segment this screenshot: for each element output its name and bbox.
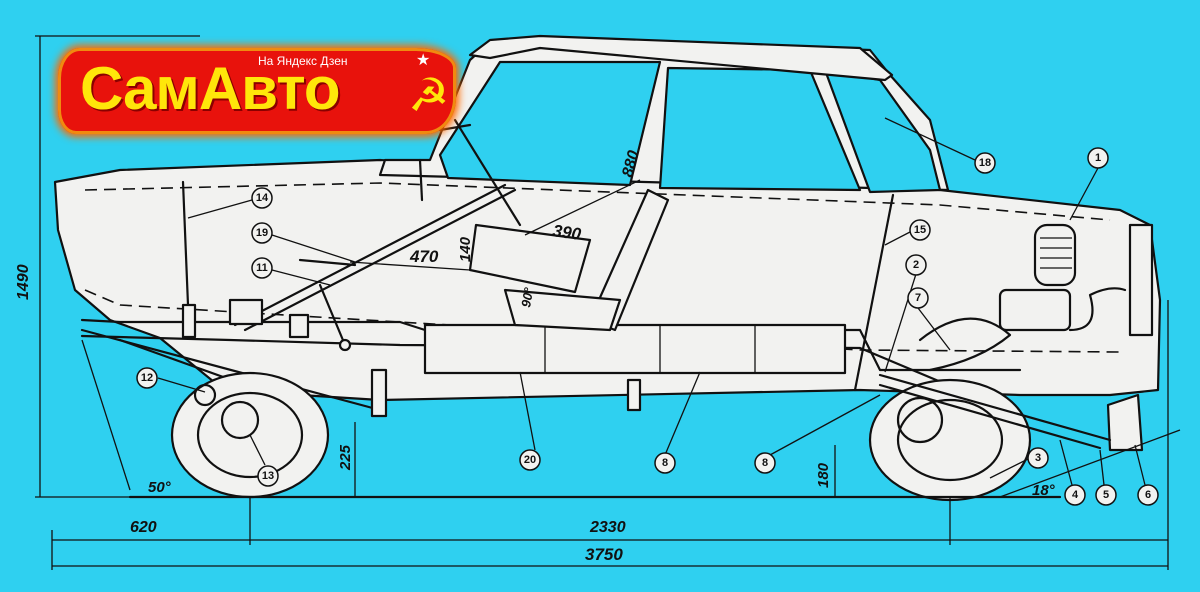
- rear-engine: [878, 223, 1154, 452]
- frame-tube: [423, 323, 847, 375]
- callouts: 1 2 3 4 5 6 7 8 8 11 12 13 14 15 18 19 2…: [136, 117, 1159, 506]
- svg-text:20: 20: [524, 454, 536, 466]
- samavto-logo: СамАвто На Яндекс Дзен ★ ☭: [58, 48, 456, 134]
- svg-text:2: 2: [913, 259, 919, 271]
- svg-text:8: 8: [662, 457, 668, 469]
- dim-pedal-seat: 470: [409, 247, 439, 266]
- dim-overall-height: 1490: [15, 264, 32, 300]
- callout-1: 1: [1069, 147, 1109, 221]
- star-icon: ★: [416, 52, 431, 69]
- svg-text:18: 18: [979, 157, 991, 169]
- svg-text:13: 13: [262, 470, 274, 482]
- svg-text:6: 6: [1145, 489, 1151, 501]
- callout-15: 15: [884, 219, 931, 246]
- dim-wheelbase: 2330: [589, 519, 626, 536]
- svg-text:14: 14: [256, 192, 269, 204]
- svg-text:7: 7: [915, 292, 921, 304]
- svg-text:3: 3: [1035, 452, 1041, 464]
- dim-overall-length: 3750: [585, 545, 623, 564]
- callout-8-rear: 8: [754, 394, 881, 474]
- logo-title: СамАвто: [80, 55, 340, 122]
- svg-text:11: 11: [256, 262, 268, 274]
- dim-front-overhang: 620: [130, 519, 157, 536]
- logo-subtitle: На Яндекс Дзен: [258, 54, 348, 68]
- front-window: [438, 60, 662, 187]
- dim-seat-depth: 390: [551, 221, 582, 244]
- seat: [468, 223, 592, 294]
- roof-cap: [468, 34, 894, 82]
- dim-seat-height: 140: [457, 236, 474, 262]
- belt-line: [84, 182, 1111, 221]
- seat-cushion: [503, 288, 622, 332]
- callout-8-front: 8: [654, 371, 701, 474]
- hammer-sickle-icon: ☭: [408, 68, 450, 122]
- callout-13: 13: [249, 434, 279, 487]
- svg-text:1: 1: [1095, 152, 1101, 164]
- callout-18: 18: [884, 117, 996, 174]
- rear-wheel: [868, 378, 1032, 502]
- callout-11: 11: [251, 257, 331, 286]
- callout-19: 19: [251, 222, 356, 263]
- callout-3: 3: [989, 447, 1049, 479]
- callout-6: 6: [1134, 444, 1159, 506]
- callout-12: 12: [136, 367, 206, 393]
- dim-front-clearance: 225: [337, 444, 354, 471]
- seat-back: [588, 188, 670, 332]
- callout-14: 14: [187, 187, 273, 219]
- dim-seat-back: 880: [619, 149, 642, 179]
- callout-4: 4: [1059, 439, 1086, 506]
- frame-rail-lower: [80, 334, 962, 392]
- dim-rear-clearance: 180: [815, 462, 832, 488]
- dim-rear-angle: 18°: [1032, 482, 1056, 499]
- dimension-lines: [35, 35, 1181, 570]
- svg-text:5: 5: [1103, 489, 1109, 501]
- callout-5: 5: [1095, 449, 1117, 506]
- dim-seat-angle: 90°: [518, 286, 536, 309]
- svg-text:19: 19: [256, 227, 268, 239]
- svg-text:15: 15: [914, 224, 926, 236]
- callout-20: 20: [519, 371, 541, 471]
- dim-front-angle: 50°: [148, 479, 172, 496]
- callout-7: 7: [907, 287, 951, 351]
- steering-column: [233, 183, 507, 327]
- svg-text:12: 12: [141, 372, 153, 384]
- logo-background: [58, 48, 456, 134]
- svg-text:4: 4: [1072, 489, 1079, 501]
- svg-text:8: 8: [762, 457, 768, 469]
